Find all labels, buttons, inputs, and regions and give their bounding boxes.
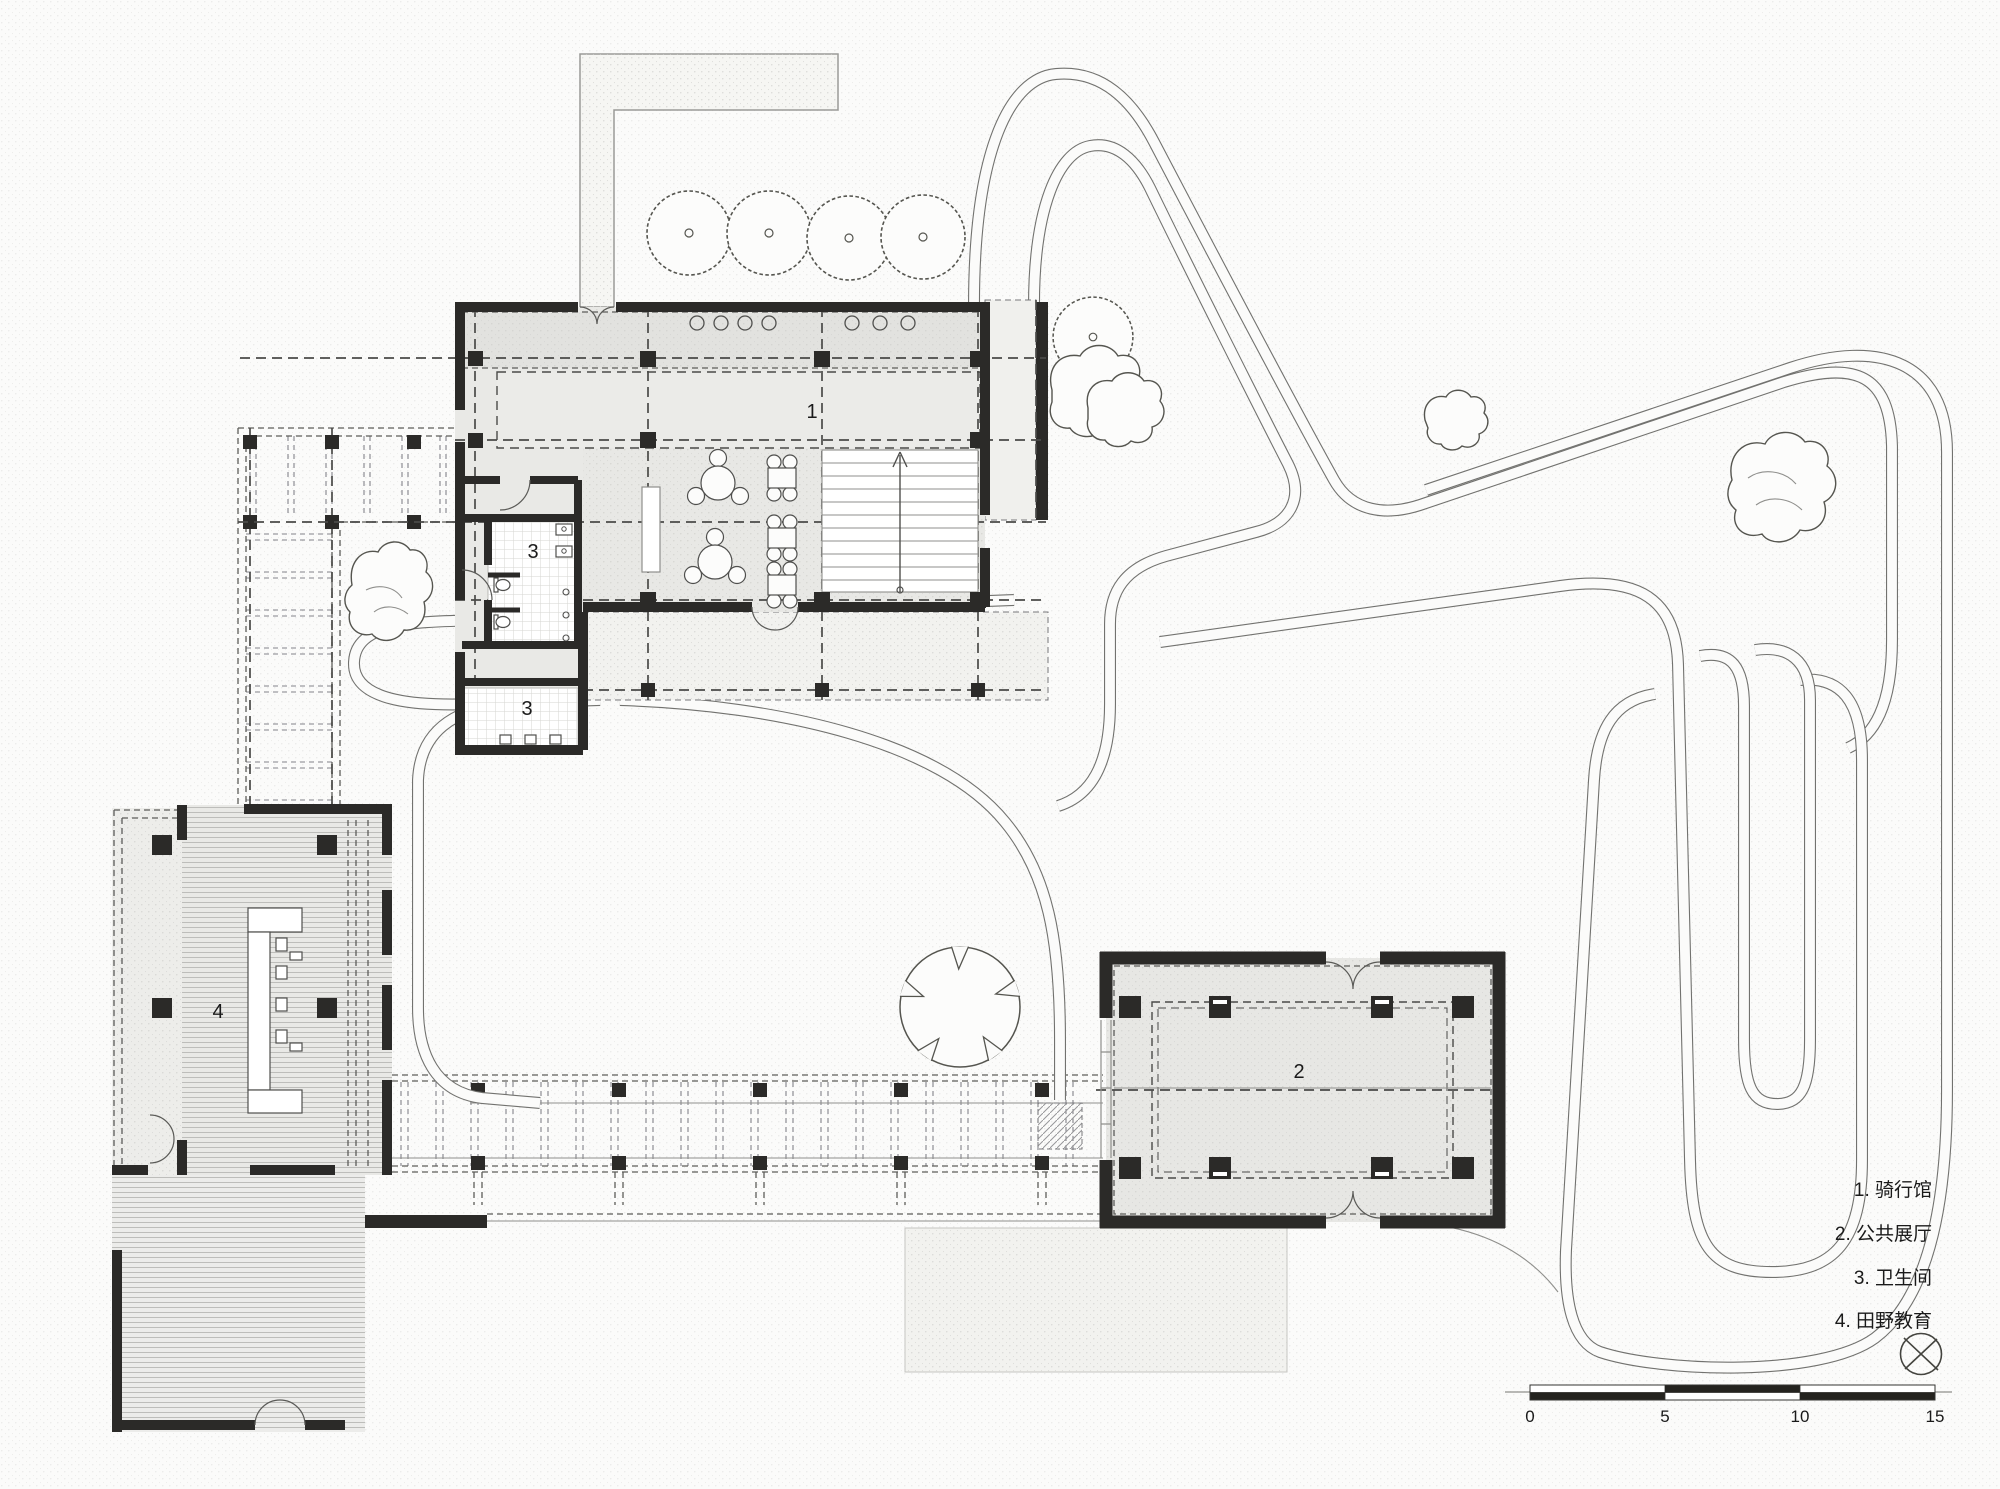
tree-icon xyxy=(806,195,892,281)
display-bench xyxy=(641,486,661,573)
legend-item-3: 3. 卫生间 xyxy=(1854,1267,1932,1289)
room-label-3-upper: 3 xyxy=(527,541,538,563)
rock-icon xyxy=(1423,389,1489,451)
track-walkway-pad xyxy=(1037,1102,1083,1150)
rock-icon xyxy=(1727,431,1837,543)
building-2-exhibition-hall: 2 xyxy=(1096,951,1506,1229)
rock-icon xyxy=(344,541,434,641)
room-label-3-lower: 3 xyxy=(521,698,532,720)
building-4-field-education: 4 xyxy=(112,804,392,1432)
tree-icon xyxy=(646,190,732,276)
staircase xyxy=(821,449,979,594)
east-terrace-wall xyxy=(1036,302,1048,520)
room-label-4: 4 xyxy=(212,1001,223,1023)
scale-bar: 0 5 10 15 xyxy=(1505,1384,1952,1426)
tree-icon xyxy=(726,190,812,276)
scale-tick-5: 5 xyxy=(1660,1407,1669,1426)
shrub-icon xyxy=(1086,372,1165,448)
building-2-walls xyxy=(1099,951,1506,1229)
room-label-2: 2 xyxy=(1293,1061,1304,1083)
building-2-doors xyxy=(1325,961,1381,1219)
cycling-track xyxy=(348,67,1953,1374)
room-label-1: 1 xyxy=(806,401,817,423)
pergola-trellis xyxy=(237,427,455,839)
scale-tick-15: 15 xyxy=(1926,1407,1945,1426)
building-1-cycling-hall: 1 3 3 xyxy=(238,299,1049,755)
building-4-doors xyxy=(149,1114,306,1426)
tree-icon xyxy=(880,194,966,280)
compass-icon xyxy=(1899,1332,1943,1376)
legend-item-1: 1. 骑行馆 xyxy=(1854,1179,1932,1201)
east-terrace xyxy=(984,299,1037,521)
legend: 1. 骑行馆 2. 公共展厅 3. 卫生间 4. 田野教育 xyxy=(1835,1179,1932,1332)
building-2-columns xyxy=(1119,996,1474,1179)
pergola-columns xyxy=(243,435,421,529)
building-4-columns xyxy=(152,835,337,1018)
legend-item-2: 2. 公共展厅 xyxy=(1835,1223,1932,1245)
west-window-wall xyxy=(1100,1020,1112,1158)
landscape xyxy=(344,190,1837,1068)
cafe-furniture xyxy=(641,448,798,609)
stair-direction-arrow xyxy=(892,451,908,592)
service-counter xyxy=(247,907,303,1114)
building-1-columns xyxy=(468,351,986,697)
building-4-walls xyxy=(112,804,392,1432)
counter-stools xyxy=(689,315,916,331)
flower-tree-icon xyxy=(899,946,1021,1068)
building-1-doors xyxy=(461,306,799,631)
hall-inner-zone xyxy=(496,371,981,449)
entry-ramp xyxy=(579,53,839,308)
scale-tick-10: 10 xyxy=(1791,1407,1810,1426)
scale-tick-0: 0 xyxy=(1525,1407,1534,1426)
south-plaza xyxy=(904,1227,1288,1373)
walkway-columns xyxy=(471,1083,1049,1170)
legend-item-4: 4. 田野教育 xyxy=(1835,1310,1932,1332)
